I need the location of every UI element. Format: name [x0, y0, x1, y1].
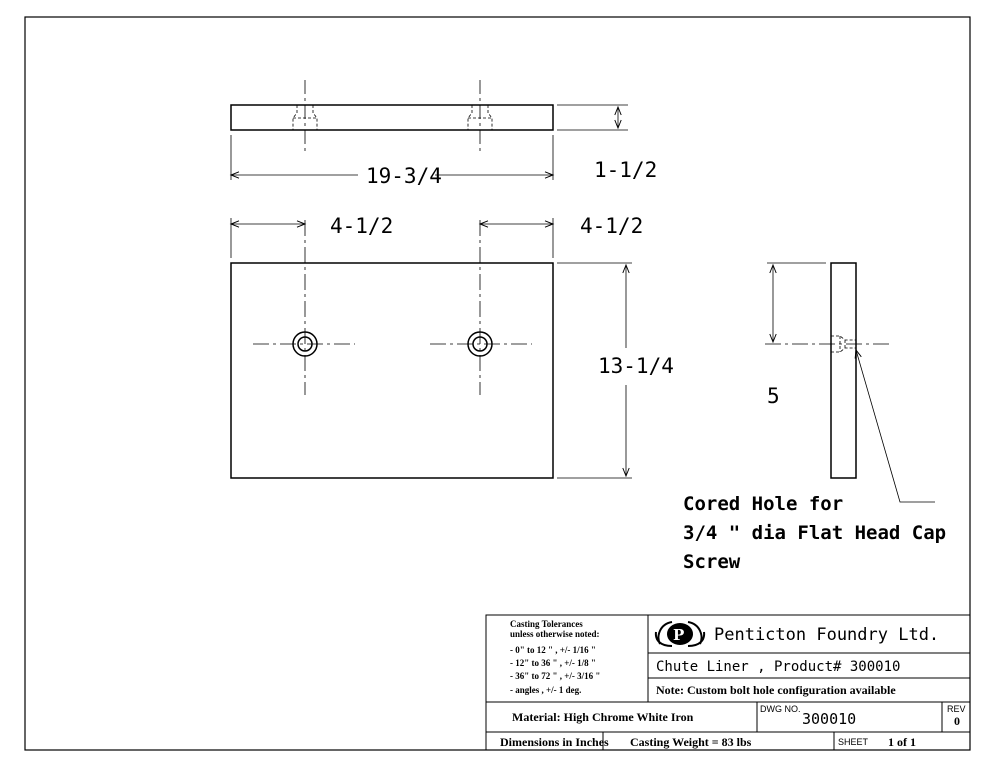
- title-block: [485, 614, 971, 751]
- top-view-outline: [230, 104, 554, 131]
- side-view: [765, 262, 935, 503]
- drawing-number-label: DWG NO.: [760, 704, 801, 714]
- sheet-number: 1 of 1: [888, 735, 916, 749]
- casting-weight: Casting Weight = 83 lbs: [630, 735, 752, 749]
- top-length-dimension: 19-3/4: [366, 164, 442, 188]
- side-view-outline: [830, 262, 857, 479]
- tolerance-row: - 12" to 36 " , +/- 1/8 ": [510, 658, 596, 668]
- right-offset-dimension: 4-1/2: [580, 214, 643, 238]
- revision: 0: [954, 714, 960, 728]
- cored-hole-note-line3: Screw: [683, 551, 741, 573]
- bolt-hole-left: [292, 331, 318, 357]
- left-offset-dimension: 4-1/2: [330, 214, 393, 238]
- bolt-hole-right: [467, 331, 493, 357]
- cored-hole-note-line2: 3/4 " dia Flat Head Cap: [683, 522, 946, 544]
- drawing-number: 300010: [802, 710, 856, 728]
- front-view: [229, 218, 632, 479]
- material: Material: High Chrome White Iron: [512, 710, 694, 724]
- revision-label: REV: [947, 704, 966, 714]
- tolerance-heading: Casting Tolerances: [510, 619, 583, 629]
- tolerance-row: - 0" to 12 " , +/- 1/16 ": [510, 645, 596, 655]
- tolerance-row: - angles , +/- 1 deg.: [510, 685, 581, 695]
- company-name: Penticton Foundry Ltd.: [714, 625, 939, 645]
- part-note: Note: Custom bolt hole configuration ava…: [656, 683, 896, 697]
- top-view: [229, 80, 628, 180]
- tolerance-row: - 36" to 72 " , +/- 3/16 ": [510, 671, 600, 681]
- company-logo-icon: P: [654, 621, 706, 647]
- logo-letter: P: [673, 626, 684, 644]
- dimension-units: Dimensions in Inches: [500, 735, 609, 749]
- height-dimension: 13-1/4: [598, 354, 674, 378]
- tolerance-subheading: unless otherwise noted:: [510, 629, 600, 639]
- cored-hole-note-line1: Cored Hole for: [683, 493, 843, 515]
- thickness-dimension: 1-1/2: [594, 158, 657, 182]
- part-title: Chute Liner , Product# 300010: [656, 659, 900, 675]
- sheet-label: SHEET: [838, 737, 869, 747]
- side-offset-dimension: 5: [767, 384, 780, 408]
- front-view-outline: [230, 262, 554, 479]
